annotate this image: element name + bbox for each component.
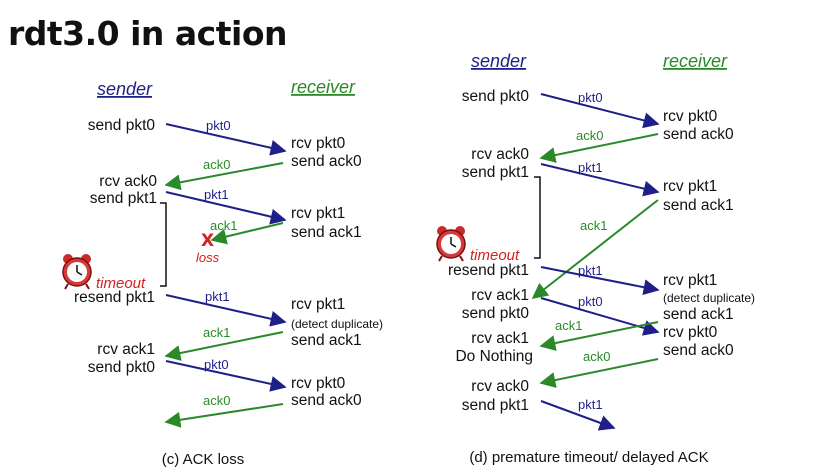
sender-event: rcv ack0 bbox=[471, 146, 529, 163]
arrow-label: ack0 bbox=[203, 157, 230, 172]
timeout-bracket bbox=[534, 176, 541, 259]
packet-arrow bbox=[165, 294, 287, 327]
ack-arrow bbox=[539, 358, 659, 388]
sender-event: rcv ack1 bbox=[471, 330, 529, 347]
arrow-label: pkt1 bbox=[578, 263, 603, 278]
receiver-event: rcv pkt1 bbox=[663, 272, 717, 289]
ack-arrow bbox=[164, 403, 284, 428]
ack-arrow bbox=[210, 222, 284, 245]
arrow-label: ack1 bbox=[555, 318, 582, 333]
arrow-label: ack0 bbox=[576, 128, 603, 143]
sender-event: send pkt1 bbox=[90, 190, 157, 207]
timeout-label: timeout bbox=[470, 247, 520, 264]
alarm-clock-icon bbox=[436, 226, 466, 262]
packet-arrow bbox=[165, 360, 287, 392]
receiver-event: rcv pkt0 bbox=[663, 108, 718, 125]
arrow-label: ack1 bbox=[203, 325, 230, 340]
panel-premature-timeout: sender receiver send pkt0 rcv pkt0 send … bbox=[436, 51, 755, 466]
packet-arrow bbox=[540, 93, 660, 129]
arrow-label: ack1 bbox=[580, 218, 607, 233]
packet-arrow bbox=[165, 191, 287, 225]
receiver-note: (detect duplicate) bbox=[663, 291, 755, 305]
panel-ack-loss: sender receiver send pkt0 rcv pkt0 send … bbox=[62, 77, 383, 468]
ack-arrow bbox=[539, 133, 659, 163]
sender-event: send pkt0 bbox=[462, 305, 530, 322]
arrow-label: ack0 bbox=[203, 393, 230, 408]
receiver-event: rcv pkt0 bbox=[291, 375, 346, 392]
receiver-event: send ack0 bbox=[291, 392, 362, 409]
ack-arrow bbox=[531, 199, 659, 299]
page-title: rdt3.0 in action bbox=[8, 14, 288, 53]
sender-event: rcv ack1 bbox=[471, 287, 529, 304]
packet-arrow bbox=[165, 123, 287, 156]
ack-arrow bbox=[539, 321, 659, 351]
panel-caption: (c) ACK loss bbox=[162, 451, 245, 468]
receiver-note: (detect duplicate) bbox=[291, 317, 383, 331]
arrow-label: pkt0 bbox=[206, 118, 231, 133]
arrow-label: pkt0 bbox=[578, 90, 603, 105]
receiver-event: rcv pkt1 bbox=[291, 205, 345, 222]
ack-arrow bbox=[164, 162, 284, 191]
receiver-event: rcv pkt1 bbox=[663, 178, 717, 195]
receiver-event: rcv pkt0 bbox=[291, 135, 346, 152]
arrow-label: pkt0 bbox=[578, 294, 603, 309]
sender-event: rcv ack0 bbox=[471, 378, 529, 395]
arrow-label: pkt1 bbox=[205, 289, 230, 304]
arrow-label: pkt1 bbox=[578, 397, 603, 412]
sender-event: rcv ack1 bbox=[97, 341, 155, 358]
receiver-event: send ack1 bbox=[291, 332, 362, 349]
sender-event: send pkt0 bbox=[462, 88, 530, 105]
timeout-bracket bbox=[160, 202, 167, 287]
sender-event: send pkt1 bbox=[462, 164, 529, 181]
packet-arrow bbox=[540, 266, 660, 296]
arrow-label: pkt1 bbox=[204, 187, 229, 202]
receiver-event: rcv pkt0 bbox=[663, 324, 718, 341]
timeout-label: timeout bbox=[96, 275, 146, 292]
sender-header: sender bbox=[471, 51, 527, 71]
arrow-label: pkt1 bbox=[578, 160, 603, 175]
arrow-label: ack0 bbox=[583, 349, 610, 364]
receiver-header: receiver bbox=[663, 51, 728, 71]
arrow-label: pkt0 bbox=[204, 357, 229, 372]
sender-event: Do Nothing bbox=[455, 348, 533, 365]
message-arrows bbox=[164, 93, 660, 431]
sender-event: resend pkt1 bbox=[448, 262, 529, 279]
receiver-event: send ack1 bbox=[663, 306, 734, 323]
packet-arrow bbox=[540, 400, 616, 431]
alarm-clock-icon bbox=[62, 254, 92, 290]
receiver-event: send ack0 bbox=[663, 126, 734, 143]
loss-label: loss bbox=[196, 250, 220, 265]
sender-event: rcv ack0 bbox=[99, 173, 157, 190]
sender-event: resend pkt1 bbox=[74, 289, 155, 306]
receiver-event: send ack1 bbox=[291, 224, 362, 241]
receiver-event: rcv pkt1 bbox=[291, 296, 345, 313]
receiver-event: send ack0 bbox=[663, 342, 734, 359]
panel-caption: (d) premature timeout/ delayed ACK bbox=[469, 449, 708, 466]
receiver-event: send ack0 bbox=[291, 153, 362, 170]
packet-arrow bbox=[540, 163, 660, 197]
loss-mark: X bbox=[201, 231, 214, 251]
receiver-header: receiver bbox=[291, 77, 356, 97]
sender-event: send pkt0 bbox=[88, 117, 156, 134]
receiver-event: send ack1 bbox=[663, 197, 734, 214]
sender-event: send pkt1 bbox=[462, 397, 529, 414]
ack-arrow bbox=[164, 331, 284, 361]
sender-header: sender bbox=[97, 79, 153, 99]
arrow-label: ack1 bbox=[210, 218, 237, 233]
sender-event: send pkt0 bbox=[88, 359, 156, 376]
